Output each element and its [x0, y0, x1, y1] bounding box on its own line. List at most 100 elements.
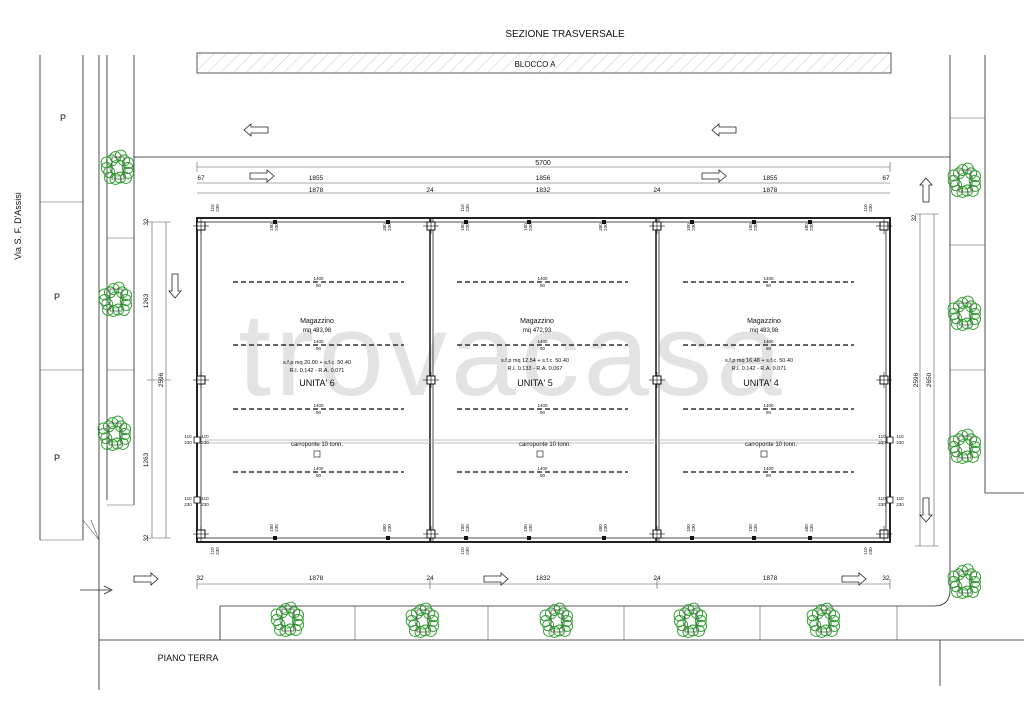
arrow-icon — [919, 177, 933, 203]
pillar-icon — [602, 536, 606, 540]
column-dim: 110 — [460, 547, 465, 555]
tree-icon — [947, 162, 982, 198]
column-dim: 230 — [387, 223, 392, 231]
column-dim: 230 — [809, 223, 814, 231]
tree-foliage — [828, 610, 841, 623]
crane-label: carroponte 10 tonn. — [519, 442, 571, 448]
pillar-icon — [602, 220, 606, 224]
tree-foliage — [117, 304, 130, 316]
column-dim: 100 — [748, 223, 753, 231]
tree-foliage — [969, 170, 982, 183]
column-dim: 480 — [382, 524, 387, 532]
street-label: Via S. F. D'Assisi — [13, 192, 23, 260]
dim-top: 67 — [197, 175, 205, 182]
tree-foliage — [820, 624, 833, 637]
dimension-right — [915, 213, 939, 547]
beam-section: 90 — [316, 473, 322, 478]
column-dim: 230 — [184, 440, 192, 445]
road-edges — [99, 55, 1024, 686]
tree-foliage — [825, 625, 838, 637]
tree-trunk — [109, 288, 123, 312]
traffic-arrows — [80, 123, 933, 595]
dim-bottom: 1878 — [309, 575, 324, 582]
column-dim: 230 — [753, 223, 758, 231]
section-title: SEZIONE TRASVERSALE — [505, 29, 625, 40]
column-dim: 230 — [274, 223, 279, 231]
pillar-icon — [808, 220, 812, 224]
column-dim: 230 — [753, 524, 758, 532]
column-dim: 110 — [863, 204, 868, 212]
dim-row2: 24 — [653, 187, 661, 194]
tree-foliage — [695, 610, 708, 623]
pillar-icon — [752, 536, 756, 540]
pillar-icon — [193, 496, 201, 504]
arrow-icon — [249, 169, 275, 183]
unit-label: UNITA' 5 — [517, 378, 553, 388]
arrow-icon — [168, 273, 182, 299]
column-dim: 230 — [215, 547, 220, 555]
tree-trunk — [958, 169, 972, 193]
tree-foliage — [284, 623, 297, 636]
column-dim: 100 — [460, 524, 465, 532]
arrow-icon — [919, 497, 933, 523]
unit-6: Magazzino mq 483,98 s.f.p mq 20.00 + s.f… — [283, 318, 351, 448]
column-dim: 100 — [686, 223, 691, 231]
tree-foliage — [682, 612, 700, 630]
column-dim: 230 — [465, 524, 470, 532]
dim-bottom: 24 — [426, 575, 434, 582]
tree-foliage — [279, 611, 297, 629]
dim-top: 1856 — [536, 175, 551, 182]
structure — [193, 218, 894, 542]
floor-label: PIANO TERRA — [158, 653, 219, 663]
tree-foliage — [968, 308, 981, 320]
column-dim: 230 — [868, 547, 873, 555]
column-dim: 110 — [184, 496, 192, 501]
beam-section: 90 — [766, 473, 772, 478]
tree-foliage — [114, 171, 127, 184]
pillar-icon — [886, 436, 894, 444]
column-dim: 230 — [465, 547, 470, 555]
column-dim: 110 — [896, 496, 904, 501]
pillar-icon — [808, 536, 812, 540]
crane-hook — [760, 450, 768, 458]
column-dim: 100 — [460, 223, 465, 231]
pillar-icon — [690, 220, 694, 224]
parking-label: P — [54, 453, 60, 463]
column-dim: 230 — [878, 440, 886, 445]
block-a-label: BLOCCO A — [515, 60, 557, 69]
tree-foliage — [961, 317, 974, 330]
tree-icon — [947, 428, 982, 464]
beam-section: 90 — [540, 346, 546, 351]
tree-foliage — [122, 157, 135, 170]
unit-name: Magazzino — [520, 318, 554, 325]
watermark: trovacasa — [238, 289, 786, 421]
tree-foliage — [109, 159, 127, 177]
tree-foliage — [969, 571, 982, 584]
beam-length: 1400 — [763, 339, 774, 344]
crane-hook — [313, 450, 321, 458]
street-strip — [39, 55, 135, 690]
dim-bottom: 1832 — [536, 575, 551, 582]
dim-row2: 24 — [426, 187, 434, 194]
tree-foliage — [694, 615, 707, 627]
tree-foliage — [118, 428, 131, 440]
tree-icon — [539, 602, 574, 638]
tree-trunk — [281, 608, 295, 632]
beam-section: 90 — [766, 410, 772, 415]
tree-foliage — [969, 436, 982, 449]
column-dim: 230 — [896, 440, 904, 445]
dim-left-end: 32 — [144, 218, 150, 225]
column-dim: 110 — [460, 204, 465, 212]
pillar-icon — [464, 536, 468, 540]
pillar-icon — [273, 220, 277, 224]
trees — [97, 149, 982, 638]
dim-left: 1263 — [143, 293, 150, 308]
tree-foliage — [119, 172, 132, 184]
pillar-icon — [886, 496, 894, 504]
column-dim: 230 — [184, 502, 192, 507]
unit-area: mq 483,98 — [303, 328, 332, 334]
unit-sfp: s.f.p mq 16.48 + s.f.c. 50.40 — [725, 358, 793, 364]
tree-foliage — [815, 612, 833, 630]
tree-icon — [947, 563, 982, 599]
tree-foliage — [966, 318, 979, 330]
